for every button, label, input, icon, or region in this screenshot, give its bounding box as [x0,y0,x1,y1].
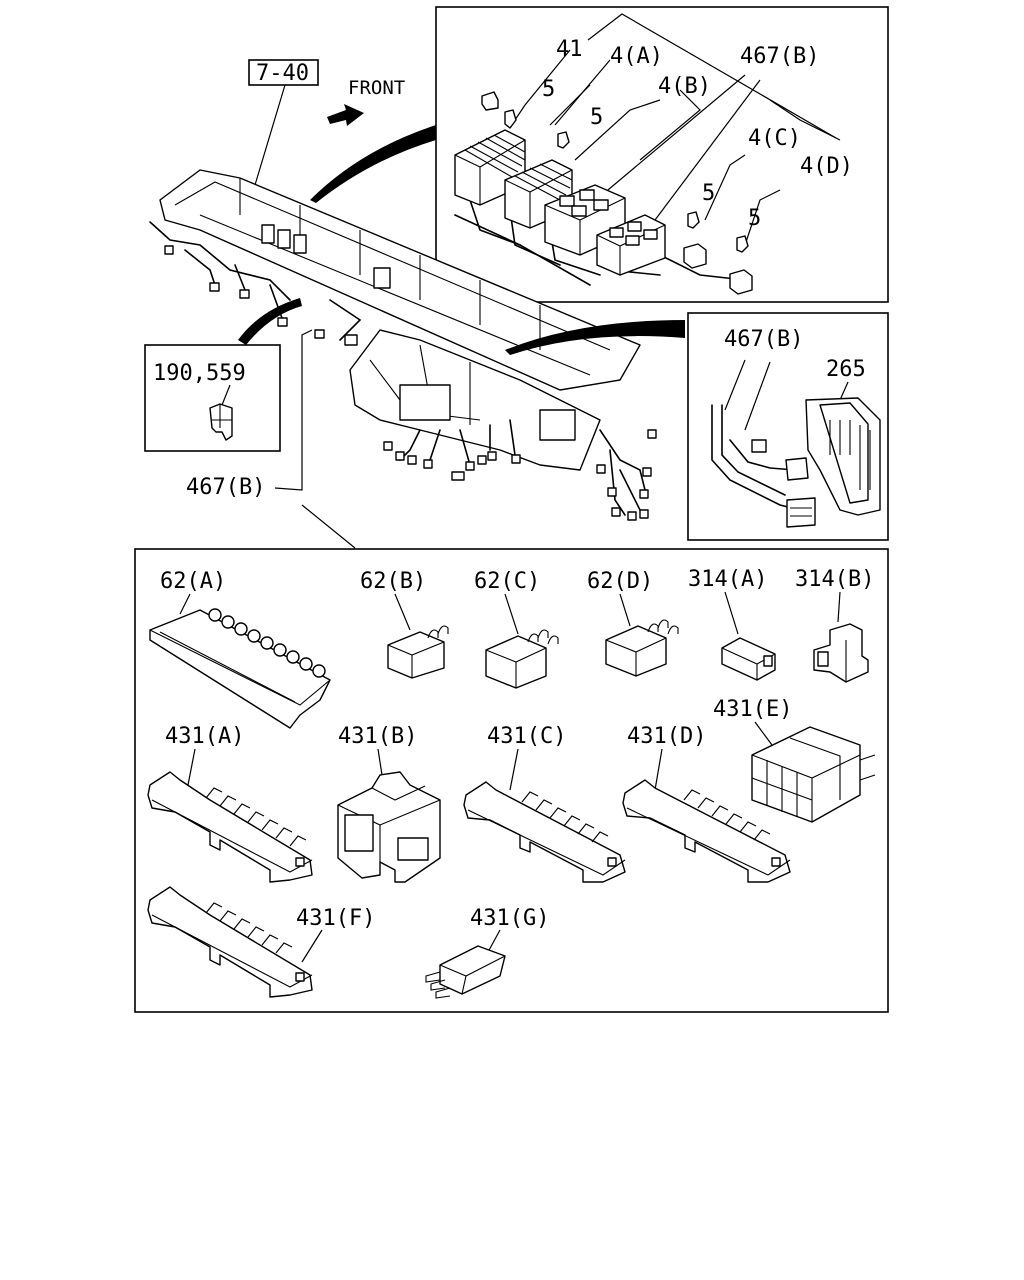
label-41: 41 [556,37,583,62]
part-314a [721,637,776,681]
part-62b [387,625,449,679]
part-431a [147,771,313,883]
label-467b-right: 467(B) [724,327,803,352]
label-62a: 62(A) [160,569,226,594]
label-5b: 5 [590,105,603,130]
label-62c: 62(C) [474,569,540,594]
fuse-box-panel [435,6,889,303]
label-62b: 62(B) [360,569,426,594]
part-431f [147,886,313,998]
clip-panel [144,344,281,452]
label-431d: 431(D) [627,724,706,749]
fuse-box-assembly [454,13,841,295]
label-314a: 314(A) [688,567,767,592]
part-431b [337,771,441,883]
part-431g [425,945,506,999]
instrument-panel-harness [149,169,657,521]
label-4a: 4(A) [610,44,663,69]
part-431d [622,779,791,883]
connector-detail-panel [687,312,889,541]
front-label: FRONT [348,77,405,99]
label-190-559: 190,559 [153,361,246,386]
label-431b: 431(B) [338,724,417,749]
label-431c: 431(C) [487,724,566,749]
ref-box [248,59,319,86]
part-62a [149,608,331,729]
part-314b [813,623,869,683]
part-62d [605,619,679,677]
label-62d: 62(D) [587,569,653,594]
part-431e [751,726,876,823]
label-4d: 4(D) [800,154,853,179]
connector-parts-panel [134,548,889,1013]
label-431g: 431(G) [470,906,549,931]
label-431e: 431(E) [713,697,792,722]
callout-wedge-clip [238,298,302,345]
label-265: 265 [826,357,866,382]
ref-box-label: 7-40 [256,61,309,86]
label-4b: 4(B) [658,74,711,99]
part-62c [485,629,559,689]
label-4c: 4(C) [748,126,801,151]
label-5a: 5 [542,77,555,102]
label-5c: 5 [702,181,715,206]
part-431c [463,781,626,883]
clip-part [209,403,233,441]
label-314b: 314(B) [795,567,874,592]
label-467b-left: 467(B) [186,475,265,500]
label-431f: 431(F) [296,906,375,931]
callout-wedge-fusebox [310,125,436,203]
label-5d: 5 [748,206,761,231]
label-431a: 431(A) [165,724,244,749]
front-arrow-icon [327,104,364,126]
callout-wedge-connector [505,320,685,355]
label-467b-top: 467(B) [740,44,819,69]
bulkhead-connector [711,397,881,528]
